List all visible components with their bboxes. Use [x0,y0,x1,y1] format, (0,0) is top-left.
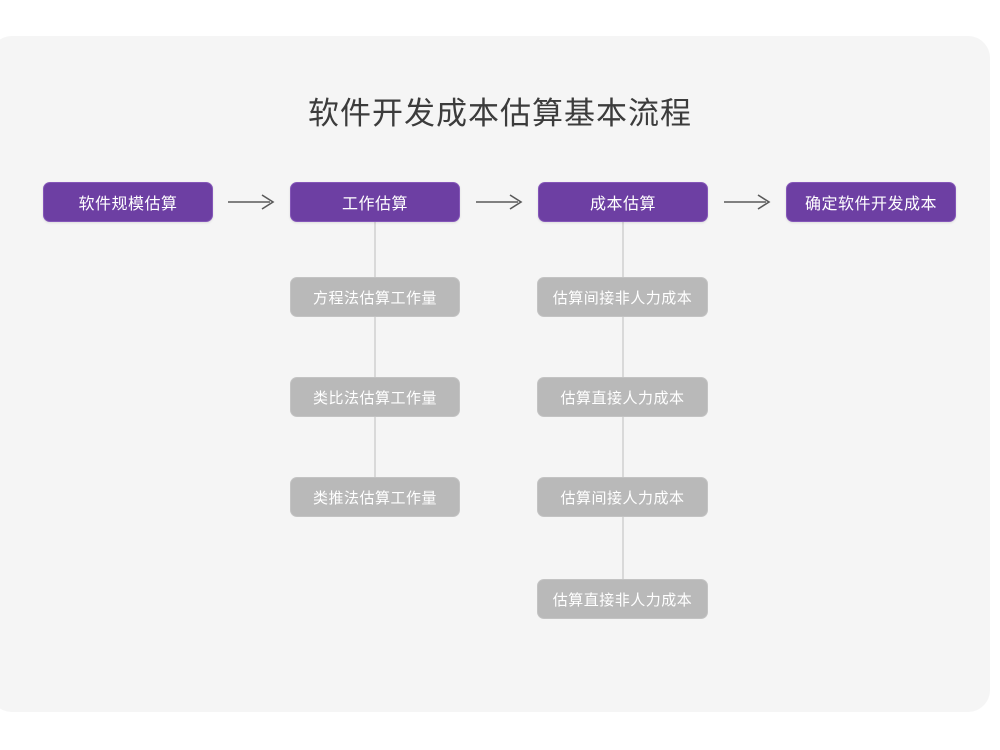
branch-2-item-3[interactable]: 估算间接人力成本 [537,477,708,517]
arrow-right-icon-3 [722,191,774,213]
branch-2-item-1[interactable]: 估算间接非人力成本 [537,277,708,317]
flow-step-3[interactable]: 成本估算 [538,182,708,222]
flow-step-4[interactable]: 确定软件开发成本 [786,182,956,222]
flow-step-2[interactable]: 工作估算 [290,182,460,222]
arrow-right-icon-1 [226,191,278,213]
branch-2-item-4[interactable]: 估算直接非人力成本 [537,579,708,619]
branch-1-item-3[interactable]: 类推法估算工作量 [290,477,460,517]
branch-1-item-2[interactable]: 类比法估算工作量 [290,377,460,417]
page-title: 软件开发成本估算基本流程 [308,96,692,131]
branch-connector-line-1 [374,222,376,497]
arrow-right-icon-2 [474,191,526,213]
branch-1-item-1[interactable]: 方程法估算工作量 [290,277,460,317]
branch-2-item-2[interactable]: 估算直接人力成本 [537,377,708,417]
flow-step-1[interactable]: 软件规模估算 [43,182,213,222]
diagram-card [0,36,990,712]
